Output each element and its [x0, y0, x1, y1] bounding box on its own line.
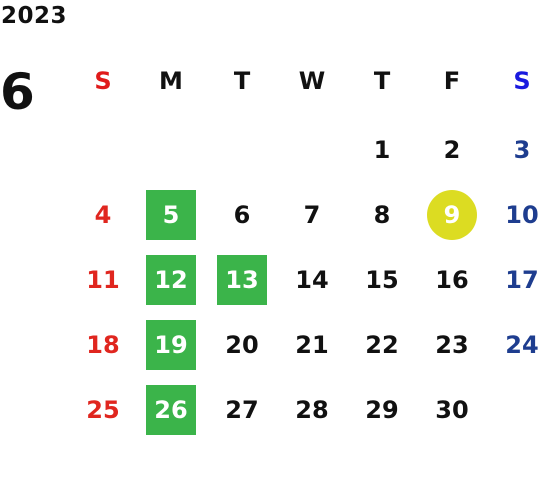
day-cell-15[interactable]: 15 [365, 266, 399, 294]
weekday-header-thursday: T [373, 67, 391, 95]
day-cell-18[interactable]: 18 [86, 331, 120, 359]
day-cell-2[interactable]: 2 [443, 136, 461, 164]
day-cell-23[interactable]: 23 [435, 331, 469, 359]
weekday-header-tuesday: T [233, 67, 251, 95]
day-cell-19[interactable]: 19 [146, 320, 196, 370]
day-cell-25[interactable]: 25 [86, 396, 120, 424]
day-cell-12[interactable]: 12 [146, 255, 196, 305]
weekday-header-friday: F [443, 67, 461, 95]
day-cell-21[interactable]: 21 [295, 331, 329, 359]
weekday-header-sunday: S [94, 67, 112, 95]
weekday-header-monday: M [159, 67, 183, 95]
day-cell-24[interactable]: 24 [505, 331, 539, 359]
calendar-month: 6 [0, 63, 35, 121]
calendar-year: 2023 [1, 3, 68, 29]
day-cell-20[interactable]: 20 [225, 331, 259, 359]
weekday-header-saturday: S [513, 67, 531, 95]
day-cell-6[interactable]: 6 [233, 201, 251, 229]
day-cell-22[interactable]: 22 [365, 331, 399, 359]
day-cell-10[interactable]: 10 [505, 201, 539, 229]
day-cell-9[interactable]: 9 [427, 190, 477, 240]
day-cell-4[interactable]: 4 [94, 201, 112, 229]
day-cell-8[interactable]: 8 [373, 201, 391, 229]
day-cell-5[interactable]: 5 [146, 190, 196, 240]
day-cell-28[interactable]: 28 [295, 396, 329, 424]
day-cell-30[interactable]: 30 [435, 396, 469, 424]
day-cell-29[interactable]: 29 [365, 396, 399, 424]
day-cell-26[interactable]: 26 [146, 385, 196, 435]
day-cell-16[interactable]: 16 [435, 266, 469, 294]
day-cell-1[interactable]: 1 [373, 136, 391, 164]
day-cell-3[interactable]: 3 [513, 136, 531, 164]
weekday-header-wednesday: W [298, 67, 326, 95]
day-cell-13[interactable]: 13 [217, 255, 267, 305]
day-cell-7[interactable]: 7 [303, 201, 321, 229]
day-cell-17[interactable]: 17 [505, 266, 539, 294]
day-cell-14[interactable]: 14 [295, 266, 329, 294]
day-cell-27[interactable]: 27 [225, 396, 259, 424]
day-cell-11[interactable]: 11 [86, 266, 120, 294]
